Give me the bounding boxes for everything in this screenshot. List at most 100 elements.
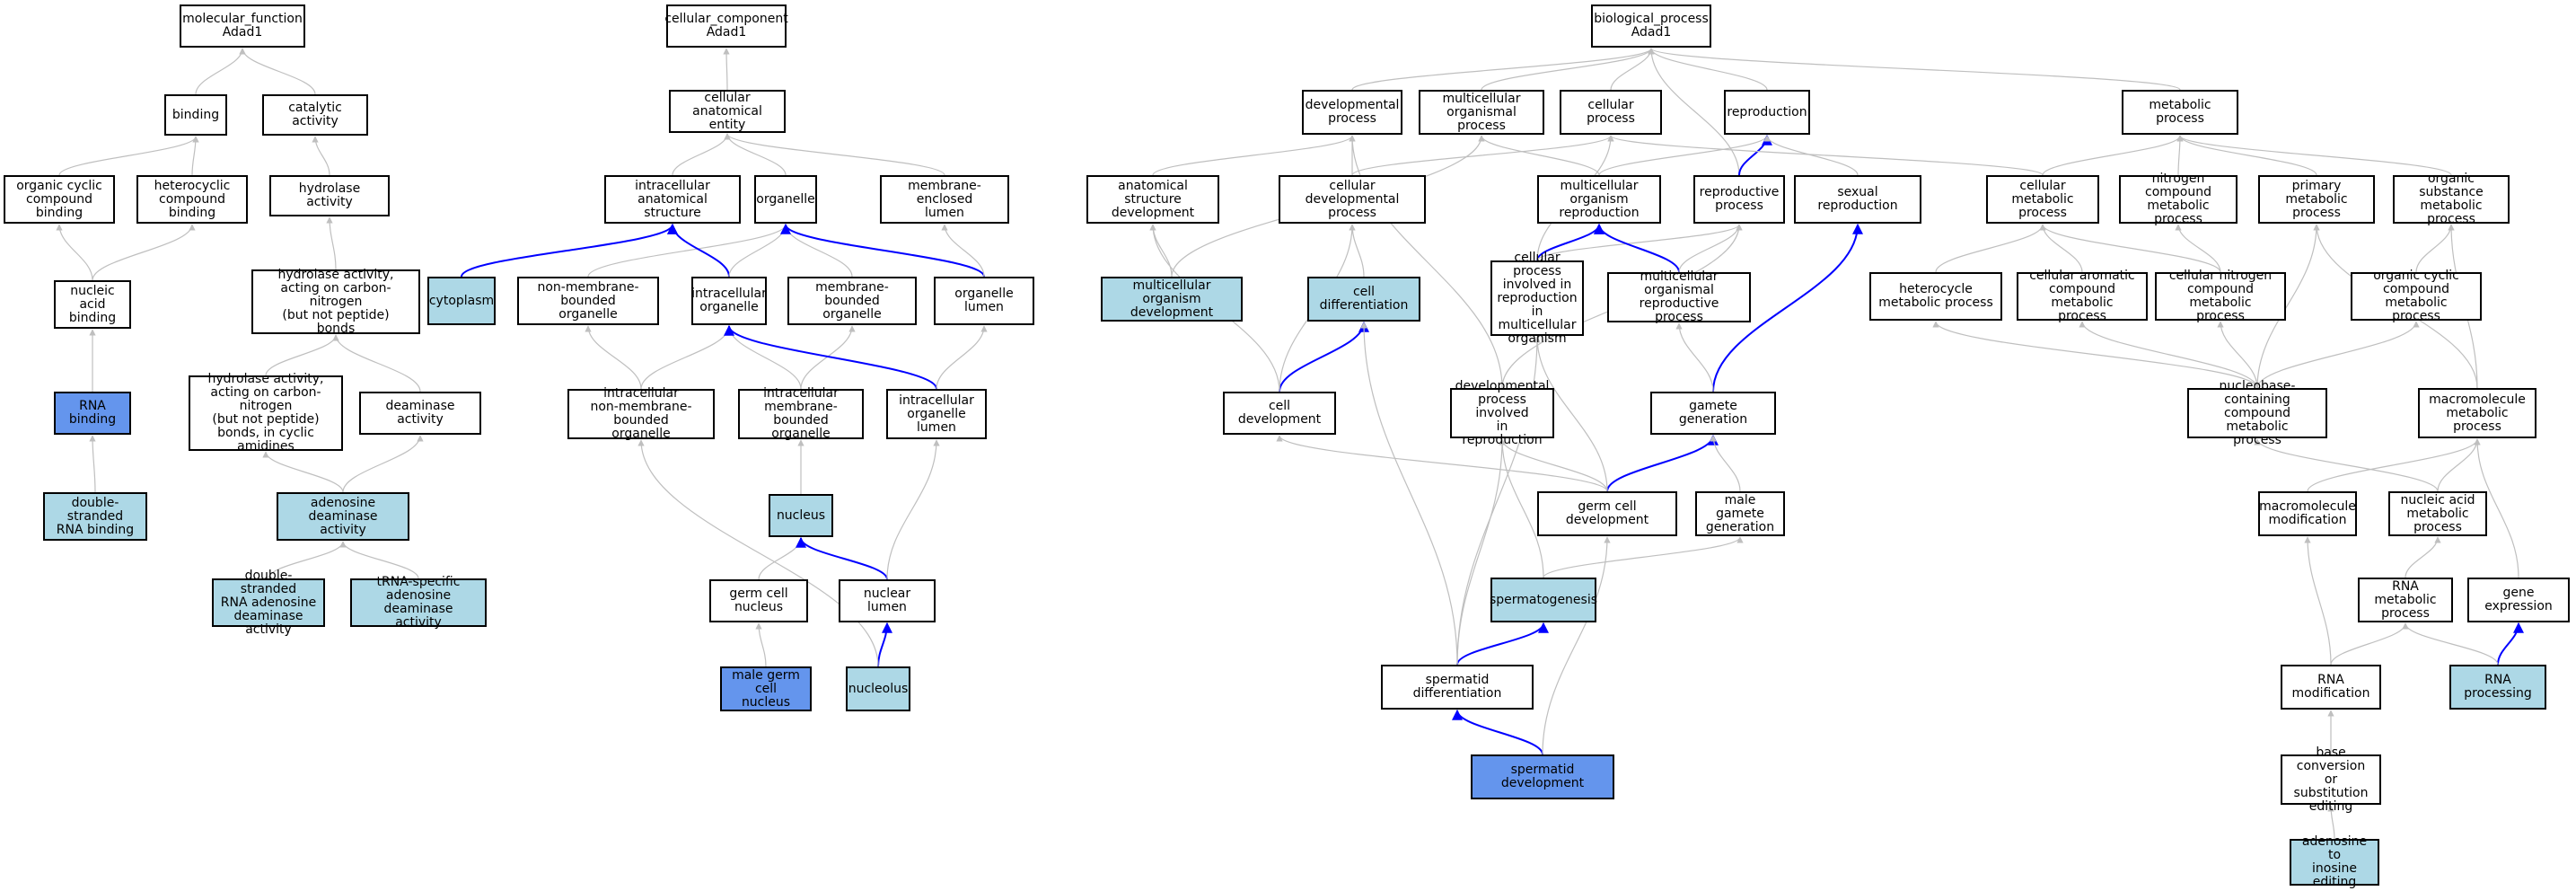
node-cell-metabolic[interactable]: cellular metabolic process — [1986, 175, 2099, 224]
node-trna-adenosine[interactable]: tRNA-specific adenosine deaminase activi… — [350, 576, 487, 630]
node-cell-development[interactable]: cell development — [1223, 392, 1336, 435]
edge-metabolic-process-to-bp-root — [1648, 48, 2181, 91]
node-spermatid-dev[interactable]: spermatid development — [1471, 754, 1614, 799]
edge-multicell-process-to-bp-root — [1481, 48, 1655, 91]
node-hydrolase-cn[interactable]: hydrolase activity, acting on carbon-nit… — [251, 268, 420, 335]
node-organic-subst-metabolic[interactable]: organic substance metabolic process — [2393, 172, 2510, 226]
node-rna-processing[interactable]: RNA processing — [2449, 665, 2546, 710]
node-intracell-anat[interactable]: intracellular anatomical structure — [604, 175, 741, 224]
node-ds-rna-adenosine[interactable]: double-stranded RNA adenosine deaminase … — [212, 569, 325, 636]
node-heterocyclic-binding[interactable]: heterocyclic compound binding — [136, 175, 248, 224]
node-org-cyclic-binding[interactable]: organic cyclic compound binding — [4, 175, 115, 224]
edge-binding-to-mf-root — [195, 48, 246, 95]
node-nucleic-acid-metabolic[interactable]: nucleic acid metabolic process — [2388, 491, 2487, 536]
node-intra-membrane[interactable]: intracellular membrane-bounded organelle — [738, 387, 864, 441]
node-mf-root[interactable]: molecular_function Adad1 — [180, 4, 305, 48]
node-multicell-process[interactable]: multicellular organismal process — [1419, 90, 1544, 135]
edge-adenosine-inosine-to-base-conversion — [2327, 805, 2335, 840]
edge-organelle-lumen-to-organelle — [780, 223, 985, 278]
node-organic-cyclic-metabolic[interactable]: organic cyclic compound metabolic proces… — [2351, 269, 2482, 323]
node-gamete-gen[interactable]: gamete generation — [1650, 392, 1776, 435]
node-binding[interactable]: binding — [164, 94, 227, 136]
node-catalytic[interactable]: catalytic activity — [262, 94, 368, 136]
edge-hydrolase-cn-cyclic-to-hydrolase-cn — [265, 334, 339, 376]
edge-cell-nitrogen-metabolic-to-cell-metabolic — [2039, 224, 2221, 273]
node-cell-anat-entity[interactable]: cellular anatomical entity — [669, 90, 786, 133]
node-cell-diff[interactable]: cell differentiation — [1307, 277, 1420, 322]
node-adenosine-deaminase[interactable]: adenosine deaminase activity — [277, 492, 409, 541]
node-male-germ-nucleus[interactable]: male germ cell nucleus — [720, 666, 812, 711]
edge-gene-expression-to-macromolecule-metabolic — [2474, 438, 2519, 578]
node-multicell-repro[interactable]: multicellular organism reproduction — [1537, 175, 1661, 224]
node-nitrogen-metabolic[interactable]: nitrogen compound metabolic process — [2119, 172, 2238, 226]
node-male-gamete-gen[interactable]: male gamete generation — [1695, 491, 1785, 536]
edge-repro-process-to-bp-root — [1648, 48, 1740, 176]
node-macromolecule-mod[interactable]: macromolecule modification — [2258, 491, 2357, 536]
node-rna-binding[interactable]: RNA binding — [54, 392, 131, 435]
edge-multicell-repro-to-multicell-process — [1478, 135, 1600, 176]
edge-cell-nitrogen-metabolic-to-nitrogen-metabolic — [2175, 224, 2221, 273]
node-base-conversion[interactable]: base conversion or substitution editing — [2281, 745, 2381, 813]
edge-rna-processing-to-gene-expression — [2497, 622, 2524, 666]
node-gene-expression[interactable]: gene expression — [2467, 578, 2570, 622]
edge-intra-non-membrane-to-intracell-org — [640, 325, 733, 390]
node-rna-metabolic[interactable]: RNA metabolic process — [2358, 578, 2453, 622]
edge-dev-process-to-bp-root — [1351, 48, 1655, 91]
node-non-membrane-org[interactable]: non-membrane-bounded organelle — [517, 277, 659, 325]
node-cytoplasm[interactable]: cytoplasm — [427, 277, 496, 325]
node-macromolecule-metabolic[interactable]: macromolecule metabolic process — [2418, 388, 2536, 438]
node-hydrolase[interactable]: hydrolase activity — [269, 175, 390, 216]
node-organelle-lumen[interactable]: organelle lumen — [934, 277, 1034, 325]
node-spermatid-diff[interactable]: spermatid differentiation — [1381, 665, 1534, 710]
edge-multicell-repro-process-to-repro-process — [1678, 224, 1743, 273]
edge-cytoplasm-to-intracell-anat — [461, 223, 678, 278]
node-cell-nitrogen-metabolic[interactable]: cellular nitrogen compound metabolic pro… — [2155, 269, 2286, 323]
edge-intra-membrane-to-membrane-bounded-org — [800, 325, 856, 390]
node-nucleus[interactable]: nucleus — [769, 494, 833, 537]
node-nucleic-acid-binding[interactable]: nucleic acid binding — [54, 280, 131, 329]
node-organelle[interactable]: organelle — [754, 175, 817, 224]
node-germ-cell-nucleus[interactable]: germ cell nucleus — [709, 579, 808, 622]
node-membrane-bounded-org[interactable]: membrane-bounded organelle — [787, 277, 917, 325]
node-intracell-org[interactable]: intracellular organelle — [691, 277, 767, 325]
node-adenosine-inosine[interactable]: adenosine to inosine editing — [2290, 835, 2379, 889]
node-metabolic-process[interactable]: metabolic process — [2122, 90, 2238, 135]
node-cellular-process[interactable]: cellular process — [1560, 90, 1662, 135]
edge-hydrolase-cn-to-hydrolase — [326, 216, 337, 270]
node-multicell-org-dev[interactable]: multicellular organism development — [1101, 277, 1243, 322]
node-anat-struct-dev[interactable]: anatomical structure development — [1086, 175, 1219, 224]
node-cp-in-multicell[interactable]: cellular process involved in reproductio… — [1490, 251, 1584, 345]
node-intra-org-lumen[interactable]: intracellular organelle lumen — [886, 389, 987, 439]
node-nuclear-lumen[interactable]: nuclear lumen — [839, 579, 936, 622]
node-dev-process[interactable]: developmental process — [1302, 90, 1402, 135]
node-hydrolase-cn-cyclic[interactable]: hydrolase activity, acting on carbon-nit… — [189, 373, 343, 454]
edge-deaminase-to-hydrolase-cn — [332, 334, 421, 393]
node-repro-process[interactable]: reproductive process — [1693, 175, 1785, 224]
node-primary-metabolic[interactable]: primary metabolic process — [2258, 175, 2375, 224]
edge-multicell-repro-process-to-multicell-repro — [1594, 223, 1680, 273]
node-germ-cell-dev[interactable]: germ cell development — [1537, 491, 1677, 536]
node-intra-non-membrane[interactable]: intracellular non-membrane-bounded organ… — [567, 387, 715, 441]
node-membrane-enclosed[interactable]: membrane-enclosed lumen — [880, 175, 1009, 224]
node-cell-aromatic-metabolic[interactable]: cellular aromatic compound metabolic pro… — [2017, 269, 2148, 323]
node-reproduction[interactable]: reproduction — [1724, 90, 1810, 135]
edge-repro-process-to-reproduction — [1738, 134, 1772, 176]
node-ds-rna-binding[interactable]: double-stranded RNA binding — [43, 492, 147, 541]
node-rna-modification[interactable]: RNA modification — [2281, 665, 2381, 710]
node-sexual-repro[interactable]: sexual reproduction — [1794, 175, 1921, 224]
node-spermatogenesis[interactable]: spermatogenesis — [1490, 578, 1597, 622]
node-nucleobase-metabolic[interactable]: nucleobase-containing compound metabolic… — [2187, 379, 2327, 446]
node-nucleolus[interactable]: nucleolus — [846, 666, 910, 711]
node-heterocycle-metabolic[interactable]: heterocycle metabolic process — [1869, 272, 2002, 321]
node-dev-in-repro[interactable]: developmental process involved in reprod… — [1450, 379, 1554, 446]
node-cc-root[interactable]: cellular_component Adad1 — [664, 4, 788, 48]
node-deaminase[interactable]: deaminase activity — [359, 392, 481, 435]
node-bp-root[interactable]: biological_process Adad1 — [1591, 4, 1711, 48]
edge-heterocycle-metabolic-to-cell-metabolic — [1935, 224, 2046, 273]
node-cell-dev-process[interactable]: cellular developmental process — [1279, 175, 1426, 224]
node-multicell-repro-process[interactable]: multicellular organismal reproductive pr… — [1607, 270, 1751, 324]
edge-nitrogen-metabolic-to-metabolic-process — [2176, 135, 2184, 176]
edge-multicell-repro-to-reproduction — [1598, 135, 1771, 176]
edge-nuclear-lumen-to-intra-org-lumen — [886, 439, 940, 580]
